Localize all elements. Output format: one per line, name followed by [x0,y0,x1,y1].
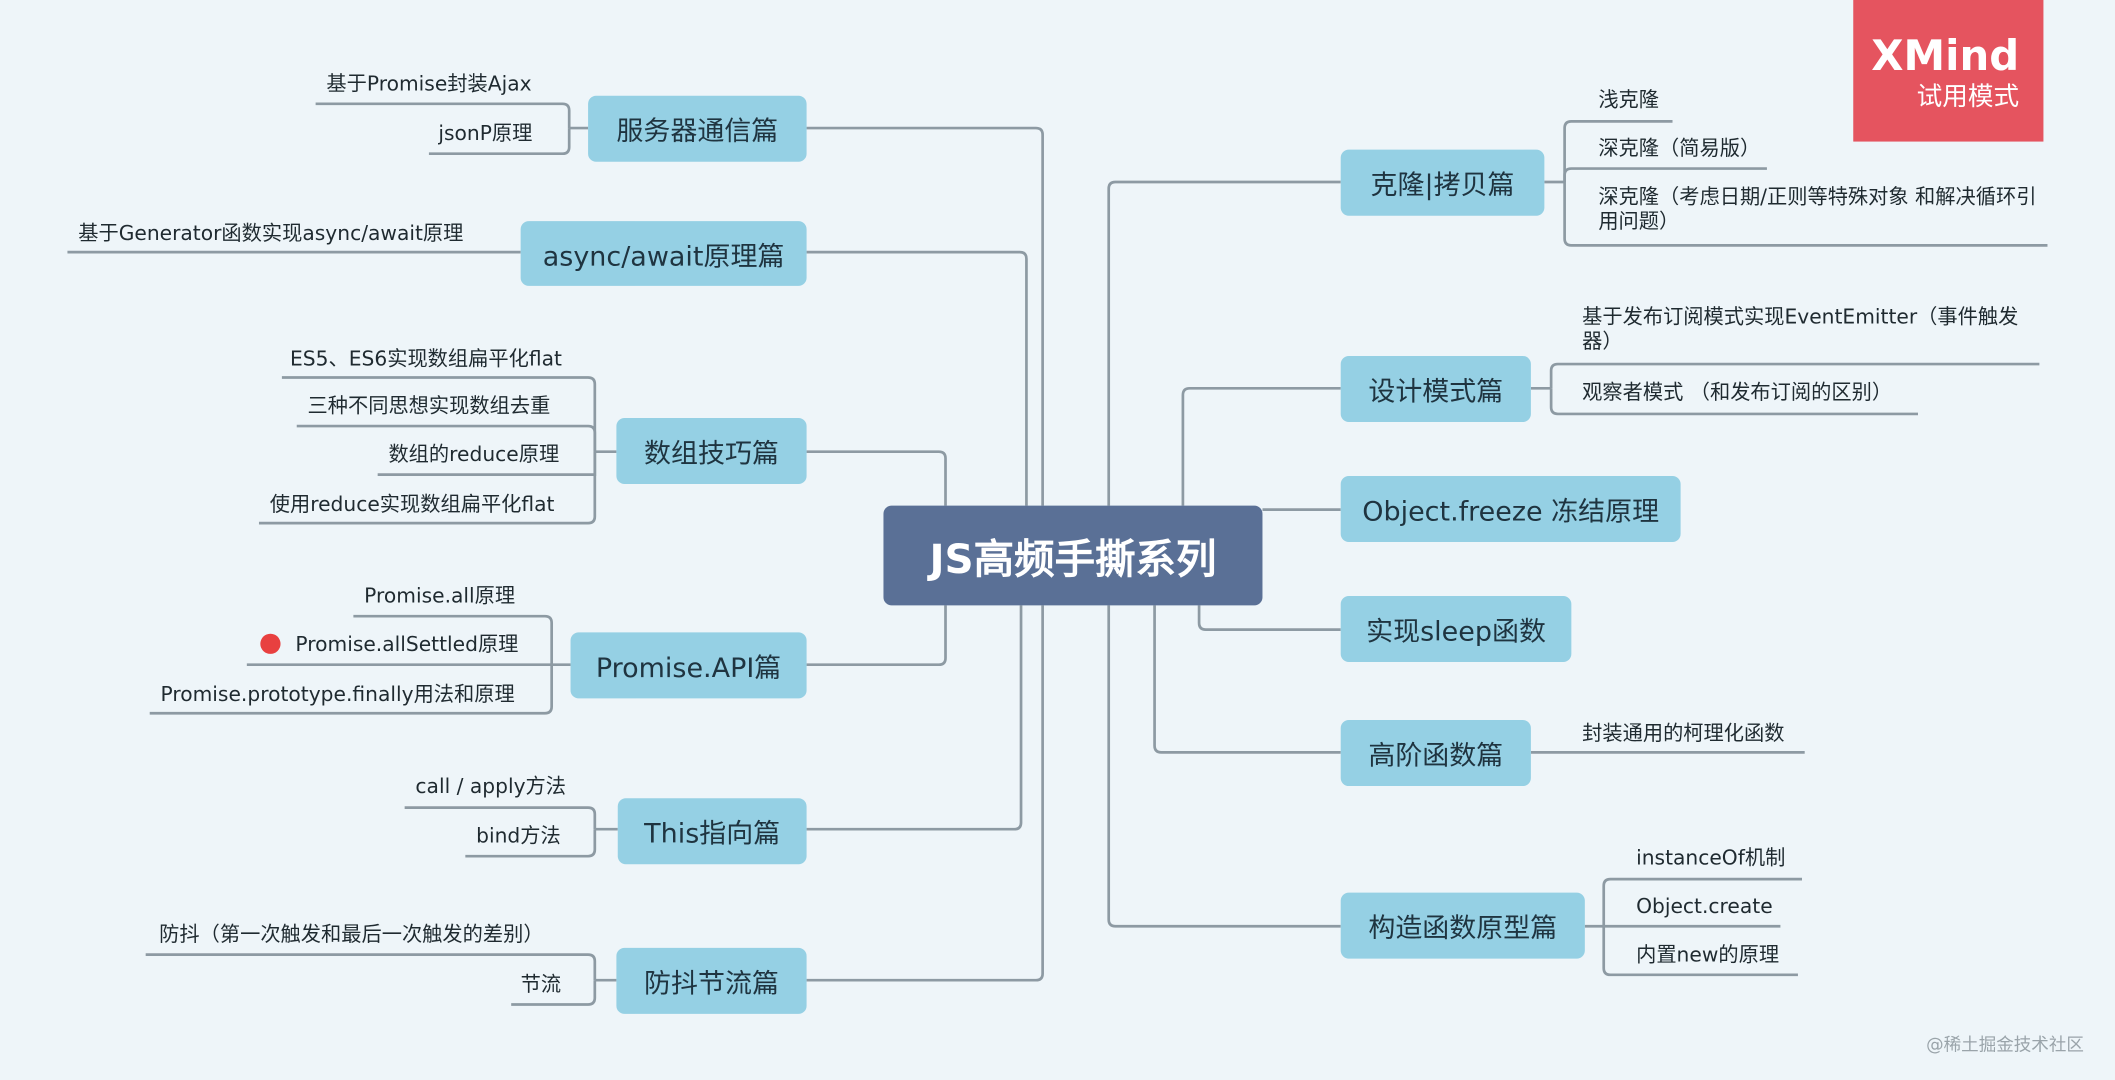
xmind-trial-badge[interactable]: XMind 试用模式 [1853,0,2044,142]
subtopic[interactable]: Promise.all原理 [364,583,516,609]
subtopic[interactable]: Promise.allSettled原理 [295,632,519,657]
subtopic[interactable]: 内置new的原理 [1636,942,1780,967]
topic-object-freeze[interactable]: Object.freeze 冻结原理 [1340,475,1681,543]
topic-constructor-prototype[interactable]: 构造函数原型篇 [1340,892,1585,959]
subtopic[interactable]: 三种不同思想实现数组去重 [307,393,551,418]
subtopic[interactable]: 基于Generator函数实现async/await原理 [78,221,464,246]
topic-server-communication[interactable]: 服务器通信篇 [588,95,807,162]
subtopic[interactable]: jsonP原理 [438,121,533,146]
subtopic[interactable]: 节流 [520,972,562,997]
subtopic[interactable]: 深克隆（简易版） [1598,136,1761,161]
topic-design-patterns[interactable]: 设计模式篇 [1340,355,1531,423]
topic-sleep[interactable]: 实现sleep函数 [1340,595,1572,663]
subtopic[interactable]: 深克隆（考虑日期/正则等特殊对象 和解决循环引用问题） [1598,184,2037,234]
topic-array-tricks[interactable]: 数组技巧篇 [616,417,807,485]
subtopic[interactable]: 基于发布订阅模式实现EventEmitter（事件触发器） [1582,304,2019,354]
topic-higher-order-functions[interactable]: 高阶函数篇 [1340,719,1531,787]
central-topic[interactable]: JS高频手撕系列 [883,505,1263,606]
trial-mode-label: 试用模式 [1916,82,2020,112]
subtopic[interactable]: bind方法 [476,823,561,849]
watermark: @稀土掘金技术社区 [1926,1035,2084,1056]
subtopic[interactable]: 使用reduce实现数组扁平化flat [269,492,555,517]
topic-async-await[interactable]: async/await原理篇 [520,221,807,286]
subtopic[interactable]: 浅克隆 [1598,87,1660,112]
subtopic[interactable]: 封装通用的柯理化函数 [1582,721,1785,746]
subtopic[interactable]: instanceOf机制 [1636,845,1786,870]
subtopic[interactable]: call / apply方法 [415,773,567,799]
subtopic[interactable]: Object.create [1636,893,1773,919]
subtopic[interactable]: ES5、ES6实现数组扁平化flat [289,346,562,371]
xmind-logo-text: XMind [1871,32,2020,81]
topic-this-binding[interactable]: This指向篇 [617,798,807,865]
topic-debounce-throttle[interactable]: 防抖节流篇 [616,947,807,1014]
topic-promise-api[interactable]: Promise.API篇 [570,632,807,699]
topic-clone[interactable]: 克隆|拷贝篇 [1340,149,1545,216]
subtopic[interactable]: Promise.prototype.finally用法和原理 [160,682,515,707]
subtopic[interactable]: 基于Promise封装Ajax [326,71,532,96]
subtopic[interactable]: 数组的reduce原理 [388,442,560,467]
subtopic[interactable]: 防抖（第一次触发和最后一次触发的差别） [159,922,544,947]
red-marker-icon [260,633,281,654]
subtopic[interactable]: 观察者模式 （和发布订阅的区别） [1582,380,1893,405]
